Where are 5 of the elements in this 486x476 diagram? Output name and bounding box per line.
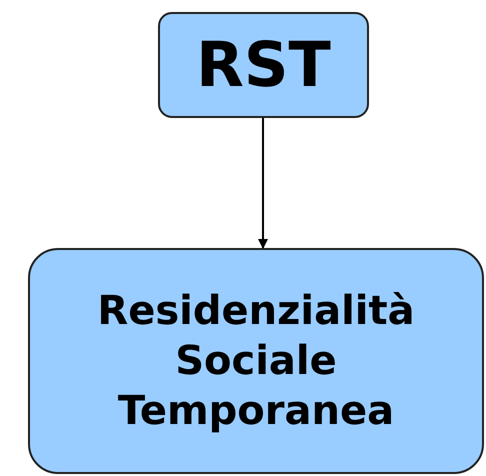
box-label: Residenzialità Sociale Temporanea — [96, 287, 416, 436]
arrow — [258, 118, 268, 249]
box-label: RST — [196, 27, 331, 104]
rounded-box — [158, 12, 369, 118]
rounded-box — [28, 248, 484, 474]
